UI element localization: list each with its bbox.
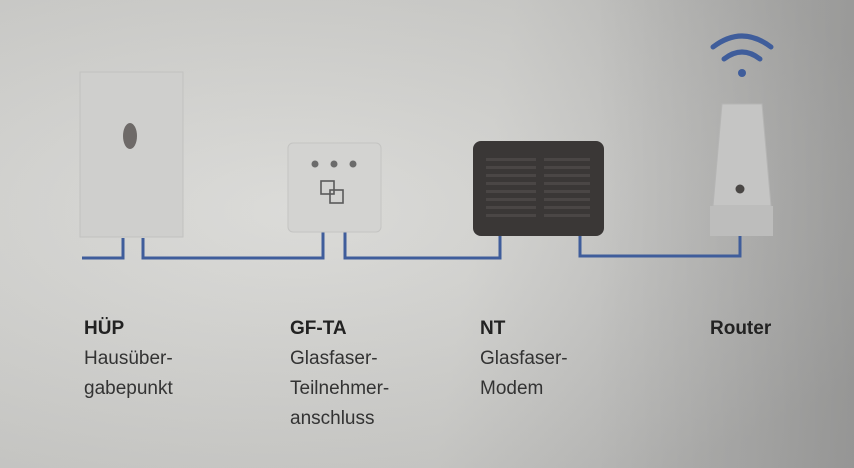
hup-indicator xyxy=(123,123,137,149)
hup-name: HÜP xyxy=(84,318,125,339)
nt-vent-grille xyxy=(486,158,590,217)
line-gfta-to-nt xyxy=(343,232,502,260)
gfta-led-1 xyxy=(311,160,319,168)
gfta-name: GF-TA xyxy=(290,318,347,339)
gfta-description: Glasfaser- Teilnehmer- anschluss xyxy=(290,348,390,429)
router-led xyxy=(735,184,745,194)
hup-label: HÜP Hausüber- gabepunkt xyxy=(84,314,173,404)
router-device xyxy=(710,103,773,236)
wifi-icon xyxy=(710,33,774,77)
nt-label: NT Glasfaser- Modem xyxy=(480,314,568,404)
router-label: Router xyxy=(710,314,771,344)
gfta-led-2 xyxy=(330,160,338,168)
router-name: Router xyxy=(710,318,772,339)
gfta-device xyxy=(287,142,382,233)
line-nt-to-router xyxy=(578,236,742,258)
nt-name: NT xyxy=(480,318,506,339)
gfta-label: GF-TA Glasfaser- Teilnehmer- anschluss xyxy=(290,314,389,434)
fiber-lines xyxy=(82,232,742,260)
gfta-led-3 xyxy=(349,160,357,168)
line-hup-to-gfta xyxy=(141,232,325,260)
hup-device xyxy=(79,71,184,238)
fiber-connector-icon xyxy=(320,180,344,204)
nt-description: Glasfaser- Modem xyxy=(480,348,568,399)
line-hup-left xyxy=(82,238,125,260)
hup-description: Hausüber- gabepunkt xyxy=(84,348,173,399)
nt-device xyxy=(473,141,604,236)
